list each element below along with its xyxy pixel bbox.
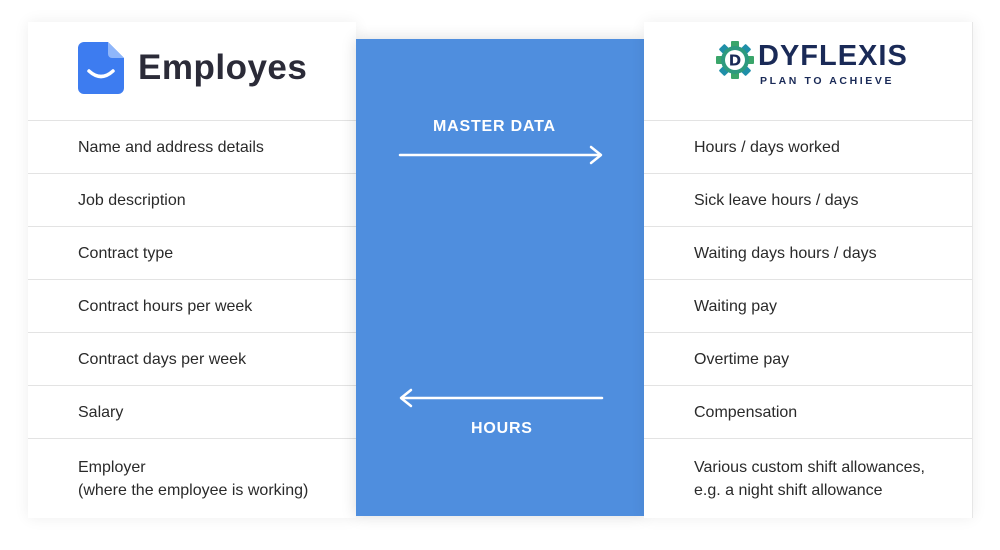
arrow-left-icon bbox=[399, 388, 604, 408]
list-item: Various custom shift allowances, e.g. a … bbox=[644, 438, 972, 512]
employes-panel: Employes Name and address details Job de… bbox=[28, 22, 356, 518]
data-flow-band: MASTER DATA HOURS bbox=[356, 39, 644, 516]
list-item: Contract hours per week bbox=[28, 279, 356, 332]
gear-icon: D bbox=[716, 41, 754, 79]
item-label: Waiting days hours / days bbox=[694, 244, 877, 262]
employes-brand-name: Employes bbox=[138, 48, 308, 87]
item-label: Various custom shift allowances, e.g. a … bbox=[694, 459, 925, 499]
item-label: Compensation bbox=[694, 403, 798, 421]
dyflexis-brand-name: DYFLEXIS bbox=[758, 40, 908, 72]
item-label: Sick leave hours / days bbox=[694, 191, 859, 209]
item-label: Salary bbox=[78, 403, 124, 421]
item-label: Name and address details bbox=[78, 138, 264, 156]
list-item: Hours / days worked bbox=[644, 120, 972, 173]
list-item: Employer (where the employee is working) bbox=[28, 438, 356, 512]
list-item: Compensation bbox=[644, 385, 972, 438]
item-label: Employer (where the employee is working) bbox=[78, 459, 309, 499]
list-item: Sick leave hours / days bbox=[644, 173, 972, 226]
list-item: Job description bbox=[28, 173, 356, 226]
dyflexis-tagline: PLAN TO ACHIEVE bbox=[760, 75, 895, 87]
list-item: Contract days per week bbox=[28, 332, 356, 385]
employes-logo: Employes bbox=[28, 22, 356, 120]
item-label: Contract type bbox=[78, 244, 174, 262]
list-item: Waiting pay bbox=[644, 279, 972, 332]
arrow-right-icon bbox=[398, 145, 603, 165]
list-item: Name and address details bbox=[28, 120, 356, 173]
hours-label: HOURS bbox=[471, 420, 533, 437]
item-label: Overtime pay bbox=[694, 350, 790, 368]
item-label: Waiting pay bbox=[694, 297, 777, 315]
list-item: Contract type bbox=[28, 226, 356, 279]
hours-data-list: Hours / days worked Sick leave hours / d… bbox=[644, 120, 972, 512]
list-item: Overtime pay bbox=[644, 332, 972, 385]
item-label: Contract days per week bbox=[78, 350, 247, 368]
dyflexis-logo: D DYFLEXIS PLAN TO ACHIEVE bbox=[644, 22, 972, 120]
master-data-list: Name and address details Job description… bbox=[28, 120, 356, 512]
gear-letter: D bbox=[729, 52, 741, 70]
list-item: Waiting days hours / days bbox=[644, 226, 972, 279]
employes-logo-icon bbox=[78, 42, 124, 94]
list-item: Salary bbox=[28, 385, 356, 438]
item-label: Job description bbox=[78, 191, 186, 209]
dyflexis-panel: D DYFLEXIS PLAN TO ACHIEVE Hours / days … bbox=[644, 22, 973, 518]
item-label: Contract hours per week bbox=[78, 297, 253, 315]
item-label: Hours / days worked bbox=[694, 138, 840, 156]
master-data-label: MASTER DATA bbox=[433, 118, 556, 135]
